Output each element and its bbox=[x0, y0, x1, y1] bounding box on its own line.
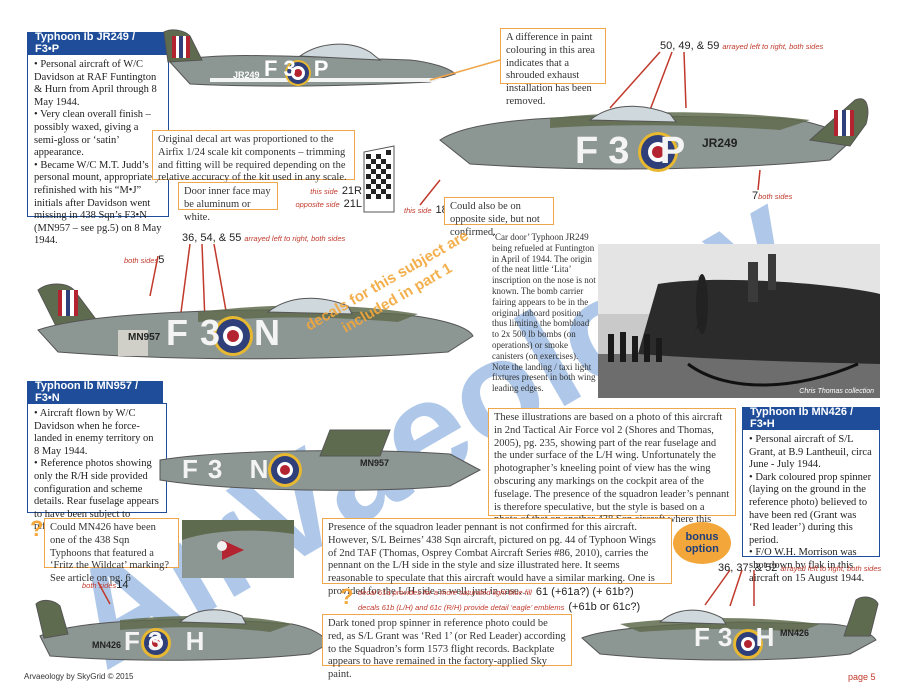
section-title-mn426: Typhoon Ib MN426 / F3•H bbox=[742, 406, 880, 430]
aircraft-profile-jr249-small bbox=[163, 29, 456, 87]
callout-36-54-55: 36, 54, & 55 arrayed left to right, both… bbox=[182, 232, 345, 244]
info-panel-mn426: Personal aircraft of S/L Grant, at B.9 L… bbox=[742, 429, 880, 584]
callout-text: 36, 37, & 52 bbox=[718, 562, 778, 574]
callout-sub: arrayed left to right, both sides bbox=[722, 42, 824, 51]
note-paint-colouring: A difference in paint colouring in this … bbox=[500, 28, 606, 107]
page-number: page 5 bbox=[848, 672, 876, 682]
info-panel-jr249: Personal aircraft of W/C Davidson at RAF… bbox=[27, 54, 169, 246]
callout-text: 50, 49, & 59 bbox=[660, 40, 720, 52]
squadron-code: F3 P bbox=[264, 56, 335, 81]
list-item: F/O W.H. Morrison was shot down by flak … bbox=[749, 547, 873, 585]
callout-sub: both sides bbox=[758, 192, 793, 201]
callout-sub: this side bbox=[310, 187, 338, 196]
question-icon: ? bbox=[340, 584, 354, 609]
callout-18: this side 18 bbox=[404, 200, 448, 218]
note-decal-art: Original decal art was proportioned to t… bbox=[152, 130, 355, 183]
list-item: Aircraft flown by W/C Davidson when he f… bbox=[34, 408, 160, 458]
list-item: Dark coloured prop spinner (laying on th… bbox=[749, 472, 873, 548]
note-door-face: Door inner face may be aluminum or white… bbox=[178, 182, 278, 223]
serial-label: JR249 bbox=[702, 136, 738, 150]
callout-text: 7 bbox=[752, 190, 759, 202]
door-checker-image bbox=[363, 145, 395, 213]
cockpit-pennant-detail bbox=[182, 520, 294, 578]
section-title-mn957: Typhoon Ib MN957 / F3•N bbox=[27, 380, 163, 404]
aircraft-profile-mn957 bbox=[37, 283, 474, 360]
callout-36-37-52: 36, 37, & 52 arrayed left to right, both… bbox=[718, 562, 881, 574]
callout-text: 61 (+61a?) (+ 61b?) bbox=[535, 586, 634, 598]
callout-50-49-59: 50, 49, & 59 arrayed left to right, both… bbox=[660, 40, 823, 52]
note-opposite-side: Could also be on opposite side, but not … bbox=[444, 197, 554, 238]
photo-image bbox=[598, 244, 880, 398]
squadron-code: F3 N bbox=[182, 454, 279, 484]
callout-text: 36, 54, & 55 bbox=[182, 232, 242, 244]
callout-sub: both sides bbox=[124, 256, 159, 265]
serial-label: MN426 bbox=[780, 628, 810, 638]
section-title-text: Typhoon Ib JR249 / F3•P bbox=[35, 31, 136, 55]
callout-text: 14 bbox=[116, 579, 129, 591]
list-item: Very clean overall finish – possibly wax… bbox=[34, 109, 162, 159]
note-fritz-wildcat: Could MN426 have been one of the 438 Sqn… bbox=[44, 518, 179, 584]
callout-sub: arrayed left to right, both sides bbox=[244, 234, 346, 243]
photo-caption: ‘Car door’ Typhoon JR249 being refueled … bbox=[492, 232, 596, 394]
squadron-code: F3 P bbox=[575, 130, 696, 172]
aircraft-profile-mn426-right bbox=[581, 596, 879, 661]
callout-text: (+61b or 61c?) bbox=[568, 601, 641, 613]
callout-61: decal 61a provides for a more saturated … bbox=[358, 584, 640, 614]
footer-copyright: Arvaeology by SkyGrid © 2015 bbox=[24, 672, 134, 681]
squadron-code: F3 H bbox=[124, 626, 213, 656]
reference-photo: Chris Thomas collection bbox=[598, 244, 880, 398]
callout-sub: decals 61b (L/H) and 61c (R/H) provide d… bbox=[358, 603, 565, 612]
squadron-code: F3 H bbox=[694, 622, 783, 652]
info-panel-mn957: Aircraft flown by W/C Davidson when he f… bbox=[27, 403, 167, 532]
callout-14: both sides14 bbox=[82, 575, 128, 593]
serial-label: MN426 bbox=[92, 640, 122, 650]
callout-text: 21R bbox=[341, 185, 362, 197]
serial-label: MN957 bbox=[128, 332, 161, 343]
list-item: Became W/C M.T. Judd’s personal mount, a… bbox=[34, 160, 162, 248]
callout-sub: decal 61a provides for a more saturated … bbox=[358, 588, 532, 597]
callout-sub: opposite side bbox=[295, 200, 340, 209]
squadron-code: F3 N bbox=[166, 312, 293, 353]
callout-text: 21L bbox=[343, 198, 362, 210]
aircraft-profile-mn957-underside bbox=[159, 429, 482, 491]
callout-5: both sides5 bbox=[124, 250, 164, 268]
aircraft-profile-mn426-left bbox=[35, 599, 329, 661]
list-item: Personal aircraft of S/L Grant, at B.9 L… bbox=[749, 434, 873, 472]
section-title-jr249: Typhoon Ib JR249 / F3•P bbox=[27, 31, 169, 55]
photo-credit: Chris Thomas collection bbox=[799, 388, 874, 395]
note-pennant: Presence of the squadron leader pennant … bbox=[322, 518, 672, 597]
note-prop-spinner: Dark toned prop spinner in reference pho… bbox=[322, 614, 572, 680]
note-illustrations: These illustrations are based on a photo… bbox=[488, 408, 736, 538]
serial-label: JR249 bbox=[233, 70, 260, 80]
section-title-text: Typhoon Ib MN426 / F3•H bbox=[750, 406, 854, 430]
callout-sub: this side bbox=[404, 206, 432, 215]
callout-text: 5 bbox=[158, 254, 165, 266]
bonus-text: bonus bbox=[685, 531, 719, 543]
callout-sub: both sides bbox=[82, 581, 117, 590]
callout-21: this side 21R opposite side 21L bbox=[290, 184, 362, 210]
bonus-option-badge: bonus option bbox=[673, 522, 731, 564]
section-title-text: Typhoon Ib MN957 / F3•N bbox=[35, 380, 139, 404]
callout-7: 7both sides bbox=[752, 190, 792, 202]
serial-label: MN957 bbox=[360, 458, 390, 468]
list-item: Personal aircraft of W/C Davidson at RAF… bbox=[34, 59, 162, 109]
question-icon: ? bbox=[30, 516, 44, 541]
bonus-text: option bbox=[685, 543, 719, 555]
callout-sub: arrayed left to right, both sides bbox=[780, 564, 882, 573]
aircraft-profile-jr249-large bbox=[439, 98, 869, 172]
